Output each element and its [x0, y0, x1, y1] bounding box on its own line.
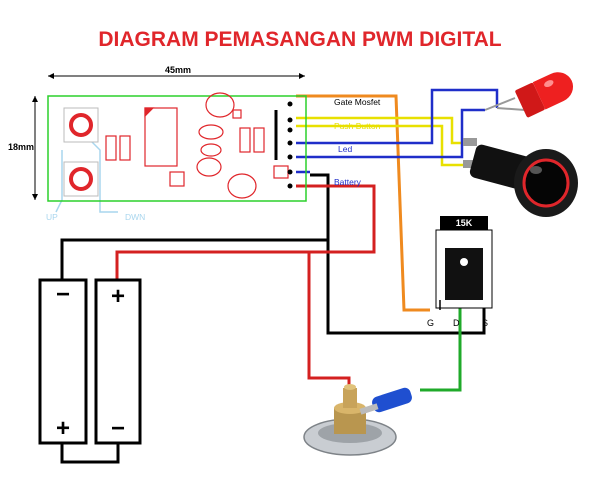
pcb-board: 45mm 18mm [8, 65, 307, 222]
ground-wire-source [326, 240, 486, 335]
led-component [484, 72, 574, 118]
left-bottom-polarity: + [56, 415, 70, 442]
pin-g-label: G [427, 318, 434, 328]
width-dimension: 45mm [165, 65, 191, 75]
battery-cell-left [38, 278, 88, 445]
down-button-pad [63, 161, 99, 197]
drain-wire [420, 307, 462, 392]
push-button-label: Push Button [334, 121, 381, 131]
down-label: DWN [125, 212, 145, 222]
battery-positive-wire [115, 184, 376, 280]
battery-label: Battery [334, 177, 362, 187]
led-label: Led [338, 144, 352, 154]
height-dimension: 18mm [8, 142, 34, 152]
led-wire-2 [296, 108, 485, 159]
cell-bridge-wire [60, 443, 120, 464]
resistor-value: 15K [456, 218, 473, 228]
board-components [105, 92, 289, 199]
gate-wire [296, 94, 430, 312]
push-button-wire-1 [296, 116, 463, 145]
mosfet-component: 15K G D S [427, 216, 493, 328]
board-terminals [287, 101, 293, 189]
right-top-polarity: + [111, 283, 125, 310]
wires [55, 88, 499, 464]
up-leader [55, 150, 63, 213]
switch-positive-wire [307, 252, 351, 390]
up-button-pad [63, 107, 99, 143]
diagram-title: DIAGRAM PEMASANGAN PWM DIGITAL [98, 28, 501, 51]
push-button-wire-2 [296, 124, 463, 167]
push-button-component [463, 138, 578, 217]
left-top-polarity: − [56, 281, 70, 308]
right-bottom-polarity: − [111, 415, 125, 442]
battery-cell-right [94, 278, 142, 445]
pin-d-label: D [453, 318, 460, 328]
gate-mosfet-label: Gate Mosfet [334, 97, 381, 107]
battery-pack: − + + − [38, 278, 142, 445]
board-outline [47, 95, 307, 202]
ground-wire [60, 173, 330, 280]
pin-s-label: S [482, 318, 488, 328]
fire-switch-component [303, 384, 412, 456]
led-wire-1 [296, 88, 499, 145]
up-label: UP [46, 212, 58, 222]
